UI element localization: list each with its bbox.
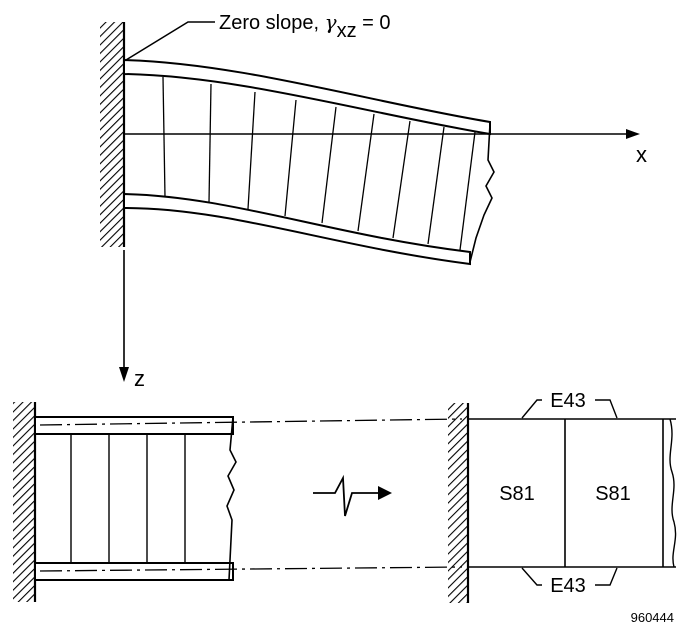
top-wall-hatch: [100, 22, 124, 247]
gamma-symbol: γ: [325, 10, 337, 34]
z-axis-arrowhead: [119, 367, 129, 382]
top-upper-face-sheet: [123, 58, 491, 136]
bottom-left-core-cells: [70, 434, 186, 563]
zero-slope-text: Zero slope,: [219, 12, 325, 34]
gamma-subscript: xz: [337, 20, 357, 42]
upper-centerline: [39, 418, 463, 426]
transition-arrow: [313, 474, 392, 517]
top-lower-face-sheet: [123, 192, 471, 266]
core-element-label-left: S81: [499, 483, 535, 505]
top-break-line: [469, 123, 495, 263]
zero-slope-leader: [125, 21, 215, 61]
figure-id: 960444: [631, 610, 674, 625]
x-axis-arrowhead: [626, 129, 640, 139]
top-beam-view: x z Zero slope, γxz = 0: [100, 10, 647, 391]
bottom-right-wall-hatch: [448, 403, 468, 603]
gamma-value: = 0: [357, 12, 391, 34]
face-element-label-bottom: E43: [550, 575, 586, 597]
bottom-left-wall-hatch: [13, 402, 35, 602]
e43-bottom-leader-left: [521, 567, 542, 586]
e43-bottom-leader-right: [595, 567, 618, 586]
e43-top-leader-right: [595, 399, 618, 419]
face-element-label-top: E43: [550, 390, 586, 412]
bottom-left-break-line: [226, 416, 237, 581]
e43-top-leader-left: [521, 399, 542, 419]
x-axis-label: x: [636, 142, 647, 167]
z-axis-label: z: [134, 366, 145, 391]
zero-slope-annotation: Zero slope, γxz = 0: [219, 10, 390, 42]
bottom-left-upper-face: [34, 416, 234, 435]
lower-centerline: [39, 566, 463, 572]
bottom-left-lower-face: [34, 562, 234, 581]
core-element-label-right: S81: [595, 483, 631, 505]
fe-break-line: [669, 418, 677, 568]
bottom-left-beam-view: [13, 402, 463, 602]
bottom-right-fe-model: S81 S81 E43 E43: [448, 390, 677, 603]
